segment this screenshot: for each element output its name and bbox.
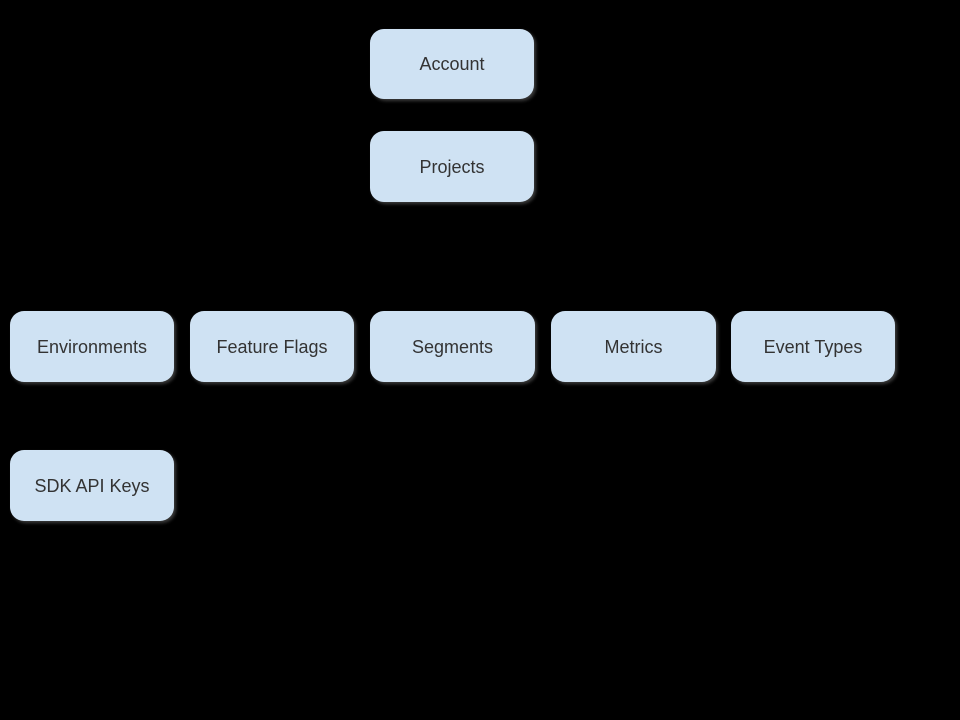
node-environments: Environments: [10, 311, 174, 382]
node-metrics: Metrics: [551, 311, 716, 382]
node-event-types: Event Types: [731, 311, 895, 382]
node-feature-flags: Feature Flags: [190, 311, 354, 382]
node-account: Account: [370, 29, 534, 99]
node-sdk-api-keys: SDK API Keys: [10, 450, 174, 521]
node-segments: Segments: [370, 311, 535, 382]
node-projects: Projects: [370, 131, 534, 202]
